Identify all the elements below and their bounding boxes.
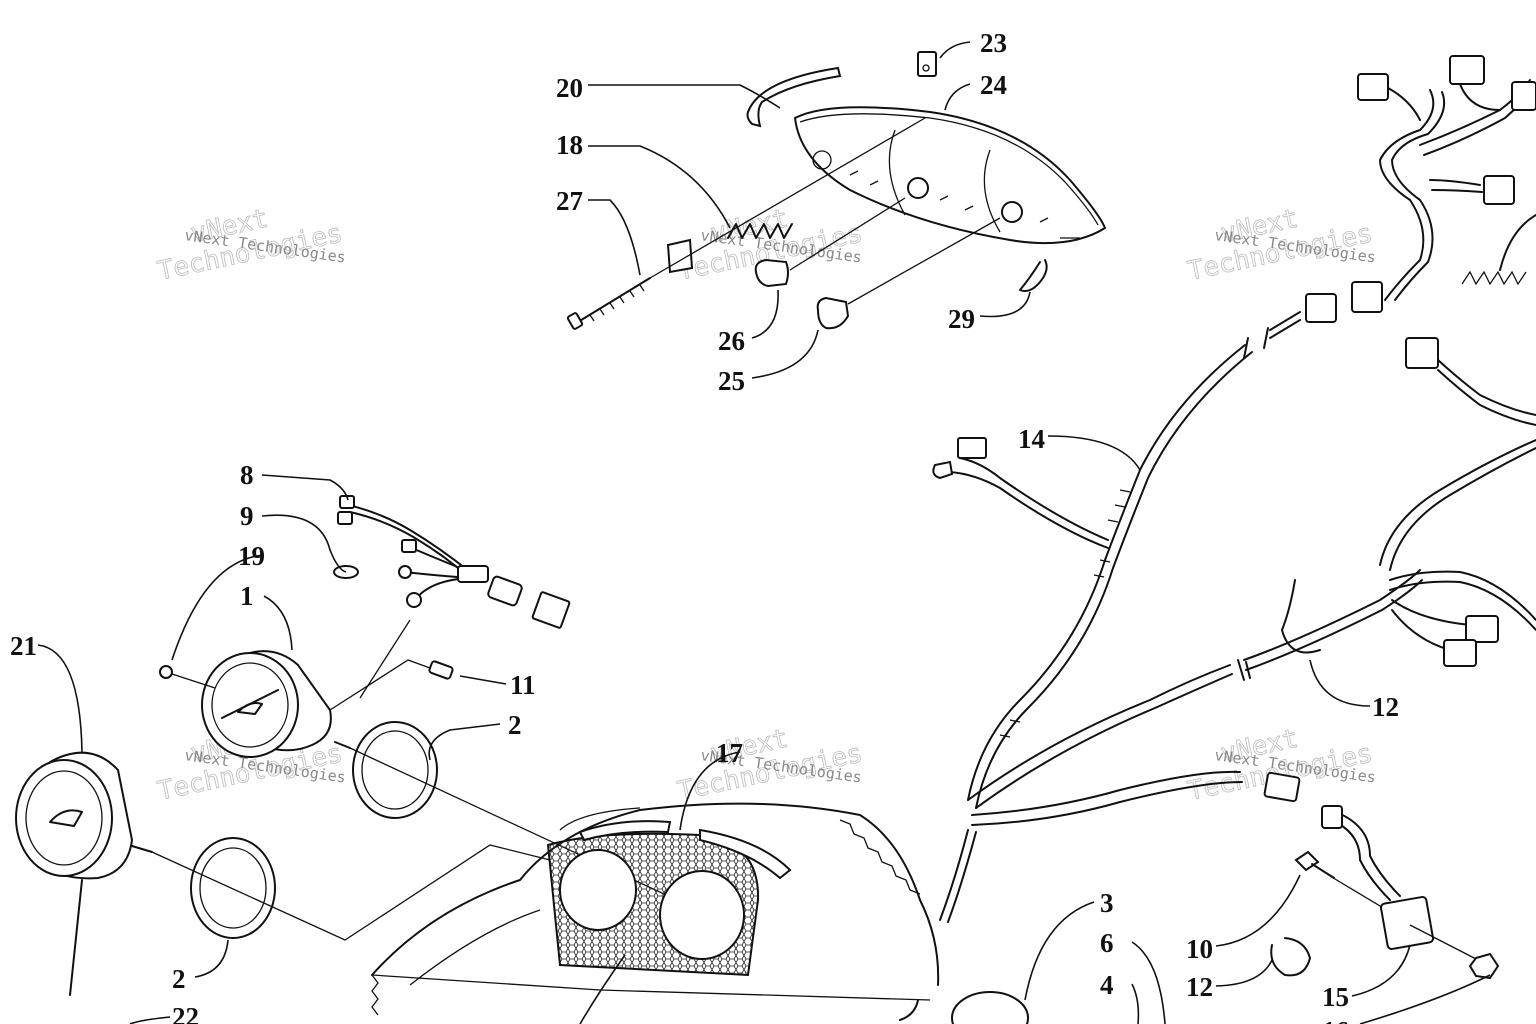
main-wiring-harness-14 <box>932 281 1423 923</box>
callout-11: 11 <box>510 670 536 700</box>
callout-24: 24 <box>980 70 1007 100</box>
clip-23 <box>917 51 937 77</box>
callout-20: 20 <box>556 73 583 103</box>
callout-15: 15 <box>1322 982 1349 1012</box>
connector-11 <box>428 660 454 680</box>
upper-right-harness <box>1357 55 1536 301</box>
leader-lines <box>37 41 1491 1024</box>
spring-18 <box>727 223 793 239</box>
gauge-1 <box>159 650 351 758</box>
gauge-21 <box>15 751 153 996</box>
callout-4: 4 <box>1100 970 1114 1000</box>
bulb-25 <box>816 296 850 330</box>
headlight-assembly <box>566 51 1106 330</box>
callout-21: 21 <box>10 631 37 661</box>
callout-29: 29 <box>948 304 975 334</box>
bezel-ring-upper <box>352 721 438 819</box>
trim-strip-20 <box>746 66 842 128</box>
callout-12-upper: 12 <box>1372 692 1399 722</box>
callout-9: 9 <box>240 501 254 531</box>
callout-19: 19 <box>238 541 265 571</box>
callout-12-lower: 12 <box>1186 972 1213 1002</box>
callout-16: 16 <box>1322 1016 1349 1024</box>
headlight-housing <box>794 106 1106 245</box>
callout-8: 8 <box>240 460 254 490</box>
callout-17: 17 <box>716 738 743 768</box>
dash-panel-17 <box>371 802 940 1016</box>
callout-18: 18 <box>556 130 583 160</box>
callout-23: 23 <box>980 28 1007 58</box>
bezel-ring-lower <box>190 837 276 939</box>
callout-10: 10 <box>1186 934 1213 964</box>
callout-14: 14 <box>1018 424 1045 454</box>
callout-1: 1 <box>240 581 254 611</box>
callout-25: 25 <box>718 366 745 396</box>
callout-2-upper: 2 <box>508 710 522 740</box>
callout-2-lower: 2 <box>172 964 186 994</box>
callout-labels: 20 23 24 18 27 26 25 29 14 8 9 19 1 21 1… <box>10 28 1399 1024</box>
instrument-harness <box>333 495 571 629</box>
callout-26: 26 <box>718 326 745 356</box>
callout-6: 6 <box>1100 928 1114 958</box>
bulb-socket-26 <box>754 258 789 288</box>
right-side-harness <box>1281 337 1536 667</box>
callout-22: 22 <box>172 1002 199 1024</box>
callout-3: 3 <box>1100 888 1114 918</box>
lower-right-parts <box>899 805 1500 1024</box>
callout-27: 27 <box>556 186 583 216</box>
screw-27 <box>577 277 651 323</box>
clip-29 <box>1019 259 1048 292</box>
